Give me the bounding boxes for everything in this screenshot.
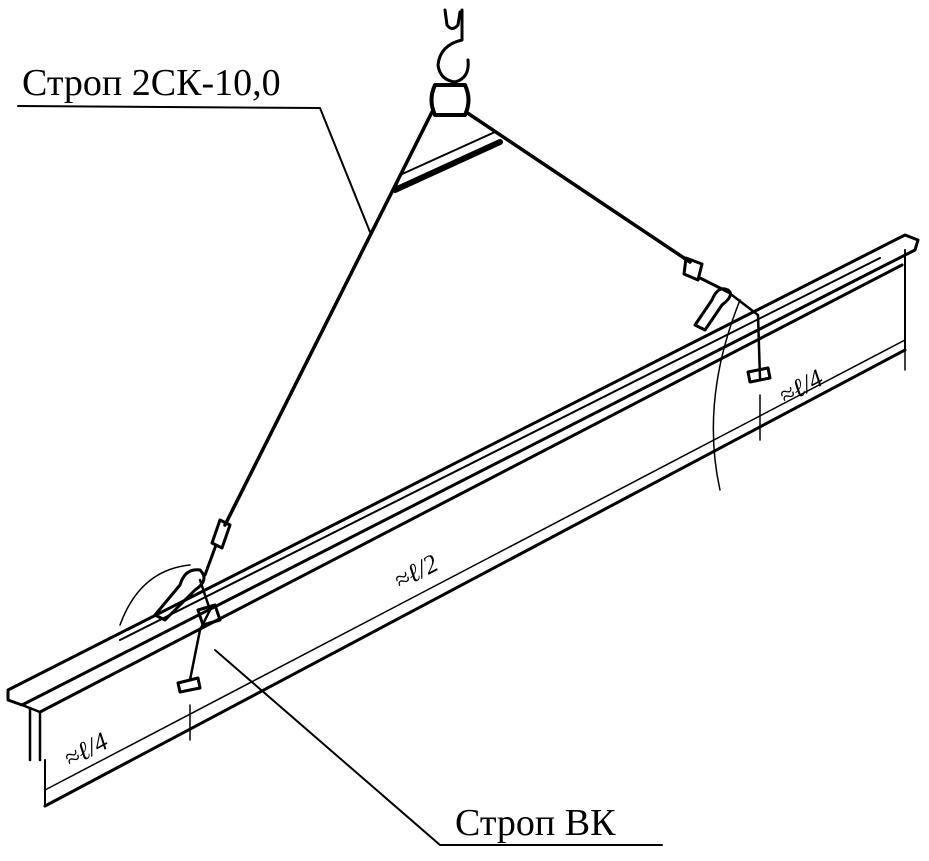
dimension-middle-half: ≈ℓ/2 xyxy=(389,548,443,595)
sling-2sk xyxy=(203,110,730,577)
sling-main-label: Строп 2СК-10,0 xyxy=(22,62,281,104)
i-beam xyxy=(6,233,920,808)
dimension-right-quarter: ≈ℓ/4 xyxy=(774,363,828,410)
sling-vk-label: Строп ВК xyxy=(455,802,616,844)
sling-vk xyxy=(119,287,772,694)
dimension-left-quarter: ≈ℓ/4 xyxy=(59,726,113,773)
leader-sling-vk xyxy=(214,649,663,846)
dimension-lines xyxy=(44,329,906,791)
leader-sling-main xyxy=(17,105,371,233)
crane-hook xyxy=(429,8,471,117)
